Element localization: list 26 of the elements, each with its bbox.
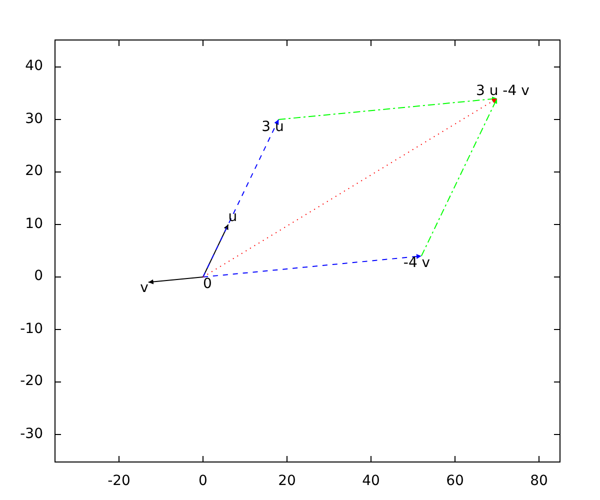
point-label: u: [228, 210, 238, 224]
tick-label: 40: [25, 59, 43, 74]
tick-label: 0: [198, 474, 208, 489]
tick-label: 0: [34, 269, 43, 284]
vector-arrow: [420, 98, 498, 256]
tick-label: 30: [25, 112, 43, 126]
tick-label: -30: [20, 426, 43, 442]
tick-label: -20: [108, 474, 130, 489]
tick-label: 20: [25, 164, 43, 179]
point-label: 3 u -4 v: [476, 84, 530, 98]
tick-label: 40: [362, 474, 380, 489]
tick-label: 20: [278, 474, 296, 489]
vector-arrow: [278, 96, 498, 120]
vector-arrow: [148, 276, 204, 284]
tick-label: -10: [20, 322, 43, 336]
tick-label: 80: [530, 474, 548, 489]
point-label: 0: [203, 277, 212, 292]
tick-label: 10: [25, 216, 43, 232]
point-label: -4 v: [403, 256, 430, 271]
vector-arrow: [202, 119, 280, 278]
vector-arrow: [202, 98, 498, 278]
tick-label: -20: [20, 374, 43, 389]
point-label: 3 u: [262, 120, 284, 134]
tick-label: 60: [446, 474, 464, 489]
point-label: v: [140, 281, 148, 296]
vector-arrow: [202, 254, 422, 278]
